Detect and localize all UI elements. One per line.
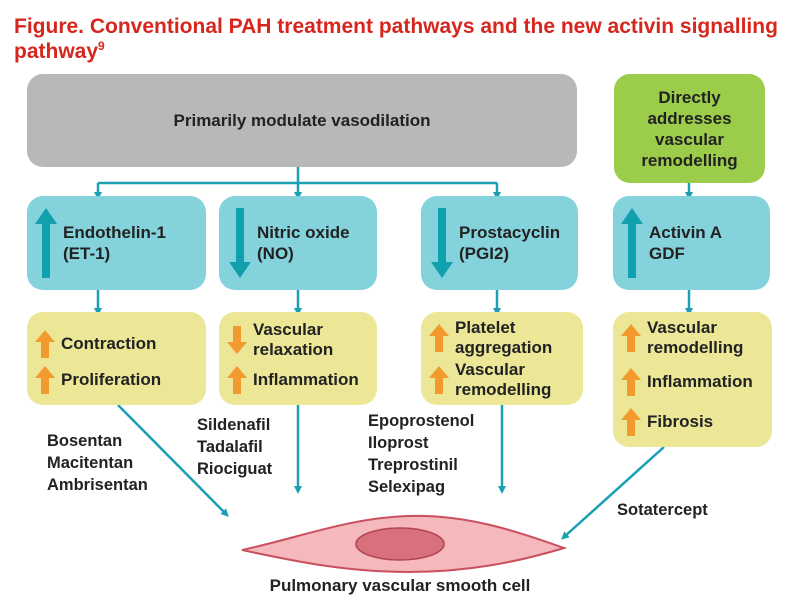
up-arrow-icon <box>227 366 247 394</box>
effect-label-group: Platelet aggregation <box>455 318 552 358</box>
drug-list-no: Sildenafil Tadalafil Riociguat <box>197 414 272 480</box>
up-arrow-icon <box>621 368 641 396</box>
remodelling-box: Directly addresses vascular remodelling <box>614 74 765 183</box>
remodelling-line: addresses <box>647 108 732 128</box>
connector-arrow-icon <box>117 404 229 517</box>
mediator-label: (NO) <box>257 244 294 263</box>
mediator-label: Nitric oxide <box>257 223 350 242</box>
effect-label: Vascular <box>647 318 717 337</box>
up-arrow-icon <box>35 330 55 358</box>
drug-name: Ambrisentan <box>47 476 148 494</box>
effects-activin-box: Vascular remodelling Inflammation Fibros… <box>613 312 772 447</box>
mediator-nitric-oxide-box: Nitric oxide (NO) <box>219 196 377 290</box>
effect-label: remodelling <box>455 380 552 399</box>
smooth-muscle-cell-icon <box>241 514 568 574</box>
drug-name: Epoprostenol <box>368 412 475 430</box>
mediator-endothelin-box: Endothelin-1 (ET-1) <box>27 196 206 290</box>
figure-title-reference: 9 <box>98 39 105 53</box>
drug-list-era: Bosentan Macitentan Ambrisentan <box>47 430 148 496</box>
up-arrow-icon <box>429 366 449 394</box>
mediator-label: (PGI2) <box>459 244 510 263</box>
mediator-label: (ET-1) <box>63 244 111 263</box>
drug-name: Macitentan <box>47 454 134 472</box>
mediator-label: Activin A <box>649 223 723 242</box>
effect-row: Inflammation <box>227 366 359 394</box>
remodelling-line: remodelling <box>641 150 738 170</box>
effect-row: Fibrosis <box>621 408 713 436</box>
effect-label: Proliferation <box>61 370 162 389</box>
drug-name: Riociguat <box>197 460 273 478</box>
up-arrow-icon <box>35 208 57 278</box>
drug-list-activin: Sotatercept <box>617 499 708 521</box>
effect-label: Contraction <box>61 334 157 353</box>
drug-name: Selexipag <box>368 478 446 496</box>
down-arrow-icon <box>229 208 251 278</box>
up-arrow-icon <box>621 208 643 278</box>
figure-title-text: Figure. Conventional PAH treatment pathw… <box>14 15 778 63</box>
effect-row: Proliferation <box>35 366 161 394</box>
drug-list-prostacyclin: Epoprostenol Iloprost Treprostinil Selex… <box>368 410 474 498</box>
effect-label: Inflammation <box>647 372 753 391</box>
drug-name: Tadalafil <box>197 438 263 456</box>
down-arrow-icon <box>431 208 453 278</box>
vasodilation-label: Primarily modulate vasodilation <box>173 111 431 130</box>
effect-label: Vascular <box>253 320 323 339</box>
drug-name: Bosentan <box>47 432 123 450</box>
remodelling-line: vascular <box>655 129 724 149</box>
mediator-activin-box: Activin A GDF <box>613 196 770 290</box>
effect-label: relaxation <box>253 340 334 359</box>
drug-name: Treprostinil <box>368 456 458 474</box>
effect-row: Inflammation <box>621 368 753 396</box>
nucleus-icon <box>355 527 445 561</box>
effect-label: Inflammation <box>253 370 359 389</box>
vasodilation-box: Primarily modulate vasodilation <box>27 74 577 167</box>
remodelling-line: Directly <box>658 87 721 107</box>
effect-row: Contraction <box>35 330 156 358</box>
mediator-prostacyclin-box: Prostacyclin (PGI2) <box>421 196 578 290</box>
up-arrow-icon <box>35 366 55 394</box>
effect-label: aggregation <box>455 338 553 357</box>
effect-label: Fibrosis <box>647 412 714 431</box>
drug-name: Sildenafil <box>197 416 271 434</box>
up-arrow-icon <box>621 324 641 352</box>
effect-row: Vascular relaxation <box>227 320 333 360</box>
effect-label: remodelling <box>647 338 744 357</box>
cell-label: Pulmonary vascular smooth cell <box>269 576 531 595</box>
mediator-label: GDF <box>649 244 685 263</box>
up-arrow-icon <box>621 408 641 436</box>
effect-row: Vascular remodelling <box>429 360 551 400</box>
effect-label-group: Vascular remodelling <box>455 360 551 400</box>
effect-label: Vascular <box>455 360 525 379</box>
effect-row: Vascular remodelling <box>621 318 743 358</box>
connector-arrow-icon <box>561 446 665 540</box>
down-arrow-icon <box>227 326 247 354</box>
mediator-label: Endothelin-1 <box>63 223 166 242</box>
effect-row: Platelet aggregation <box>429 318 552 358</box>
effect-label-group: Vascular relaxation <box>253 320 333 360</box>
effects-nitric-oxide-box: Vascular relaxation Inflammation <box>219 312 377 405</box>
effects-prostacyclin-box: Platelet aggregation Vascular remodellin… <box>421 312 583 405</box>
effect-label: Platelet <box>455 318 516 337</box>
up-arrow-icon <box>429 324 449 352</box>
effects-endothelin-box: Contraction Proliferation <box>27 312 206 405</box>
effect-label-group: Vascular remodelling <box>647 318 743 358</box>
drug-name: Sotatercept <box>617 501 708 519</box>
drug-name: Iloprost <box>368 434 429 452</box>
figure-title: Figure. Conventional PAH treatment pathw… <box>14 14 794 64</box>
mediator-label: Prostacyclin <box>459 223 561 242</box>
